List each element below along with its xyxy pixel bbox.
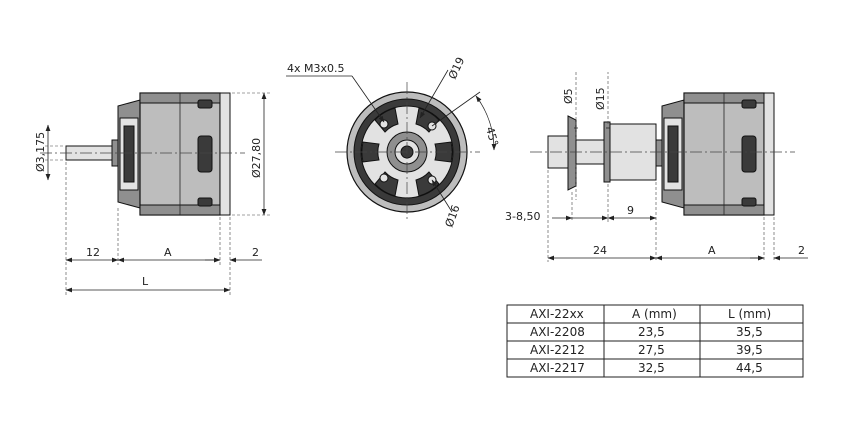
diam-19-label: Ø19 [446, 55, 467, 81]
table-cell: 27,5 [638, 343, 665, 357]
angle-45-label: 45° [483, 125, 501, 147]
table-cell: 23,5 [638, 325, 665, 339]
dim-shaft-length: 12 [86, 246, 100, 259]
table-cell: AXI-2217 [530, 361, 585, 375]
dim-a-left: A [164, 246, 172, 259]
table-cell: 35,5 [736, 325, 763, 339]
table-cell: AXI-2212 [530, 343, 585, 357]
dim-a-right: A [708, 244, 716, 257]
table-cell: 32,5 [638, 361, 665, 375]
diam-16-label: Ø16 [443, 203, 463, 229]
back-plate [219, 92, 231, 216]
diam-15-label: Ø15 [594, 87, 607, 110]
body-diameter-label: Ø27,80 [250, 138, 263, 178]
table-header: L (mm) [728, 307, 771, 321]
table-header: A (mm) [632, 307, 677, 321]
shaft-diameter-label: Ø3,175 [34, 132, 47, 172]
side-view: Ø3,175 Ø27,80 12 A 2 L [34, 92, 270, 295]
prop-washer [567, 115, 577, 191]
table-cell: 44,5 [736, 361, 763, 375]
dim-total-left: L [142, 275, 149, 288]
dim-9-label: 9 [627, 204, 634, 217]
thread-callout: 4x M3x0.5 [287, 62, 345, 75]
dim-24-label: 24 [593, 244, 607, 257]
dimension-table: AXI-22xx A (mm) L (mm) AXI-2208 23,5 35,… [506, 304, 804, 378]
front-view: 45° Ø19 Ø16 4x M3x0.5 [286, 55, 501, 229]
table-header: AXI-22xx [530, 307, 584, 321]
mount-hole [379, 173, 389, 183]
mount-view: Ø5 Ø15 3-8,50 9 24 A 2 [505, 72, 808, 262]
dim-end-left: 2 [252, 246, 259, 259]
table-cell: 39,5 [736, 343, 763, 357]
mount-hole [379, 119, 389, 129]
range-label: 3-8,50 [505, 210, 540, 223]
table-cell: AXI-2208 [530, 325, 585, 339]
diam-5-label: Ø5 [562, 88, 575, 104]
dim-end-right: 2 [798, 244, 805, 257]
